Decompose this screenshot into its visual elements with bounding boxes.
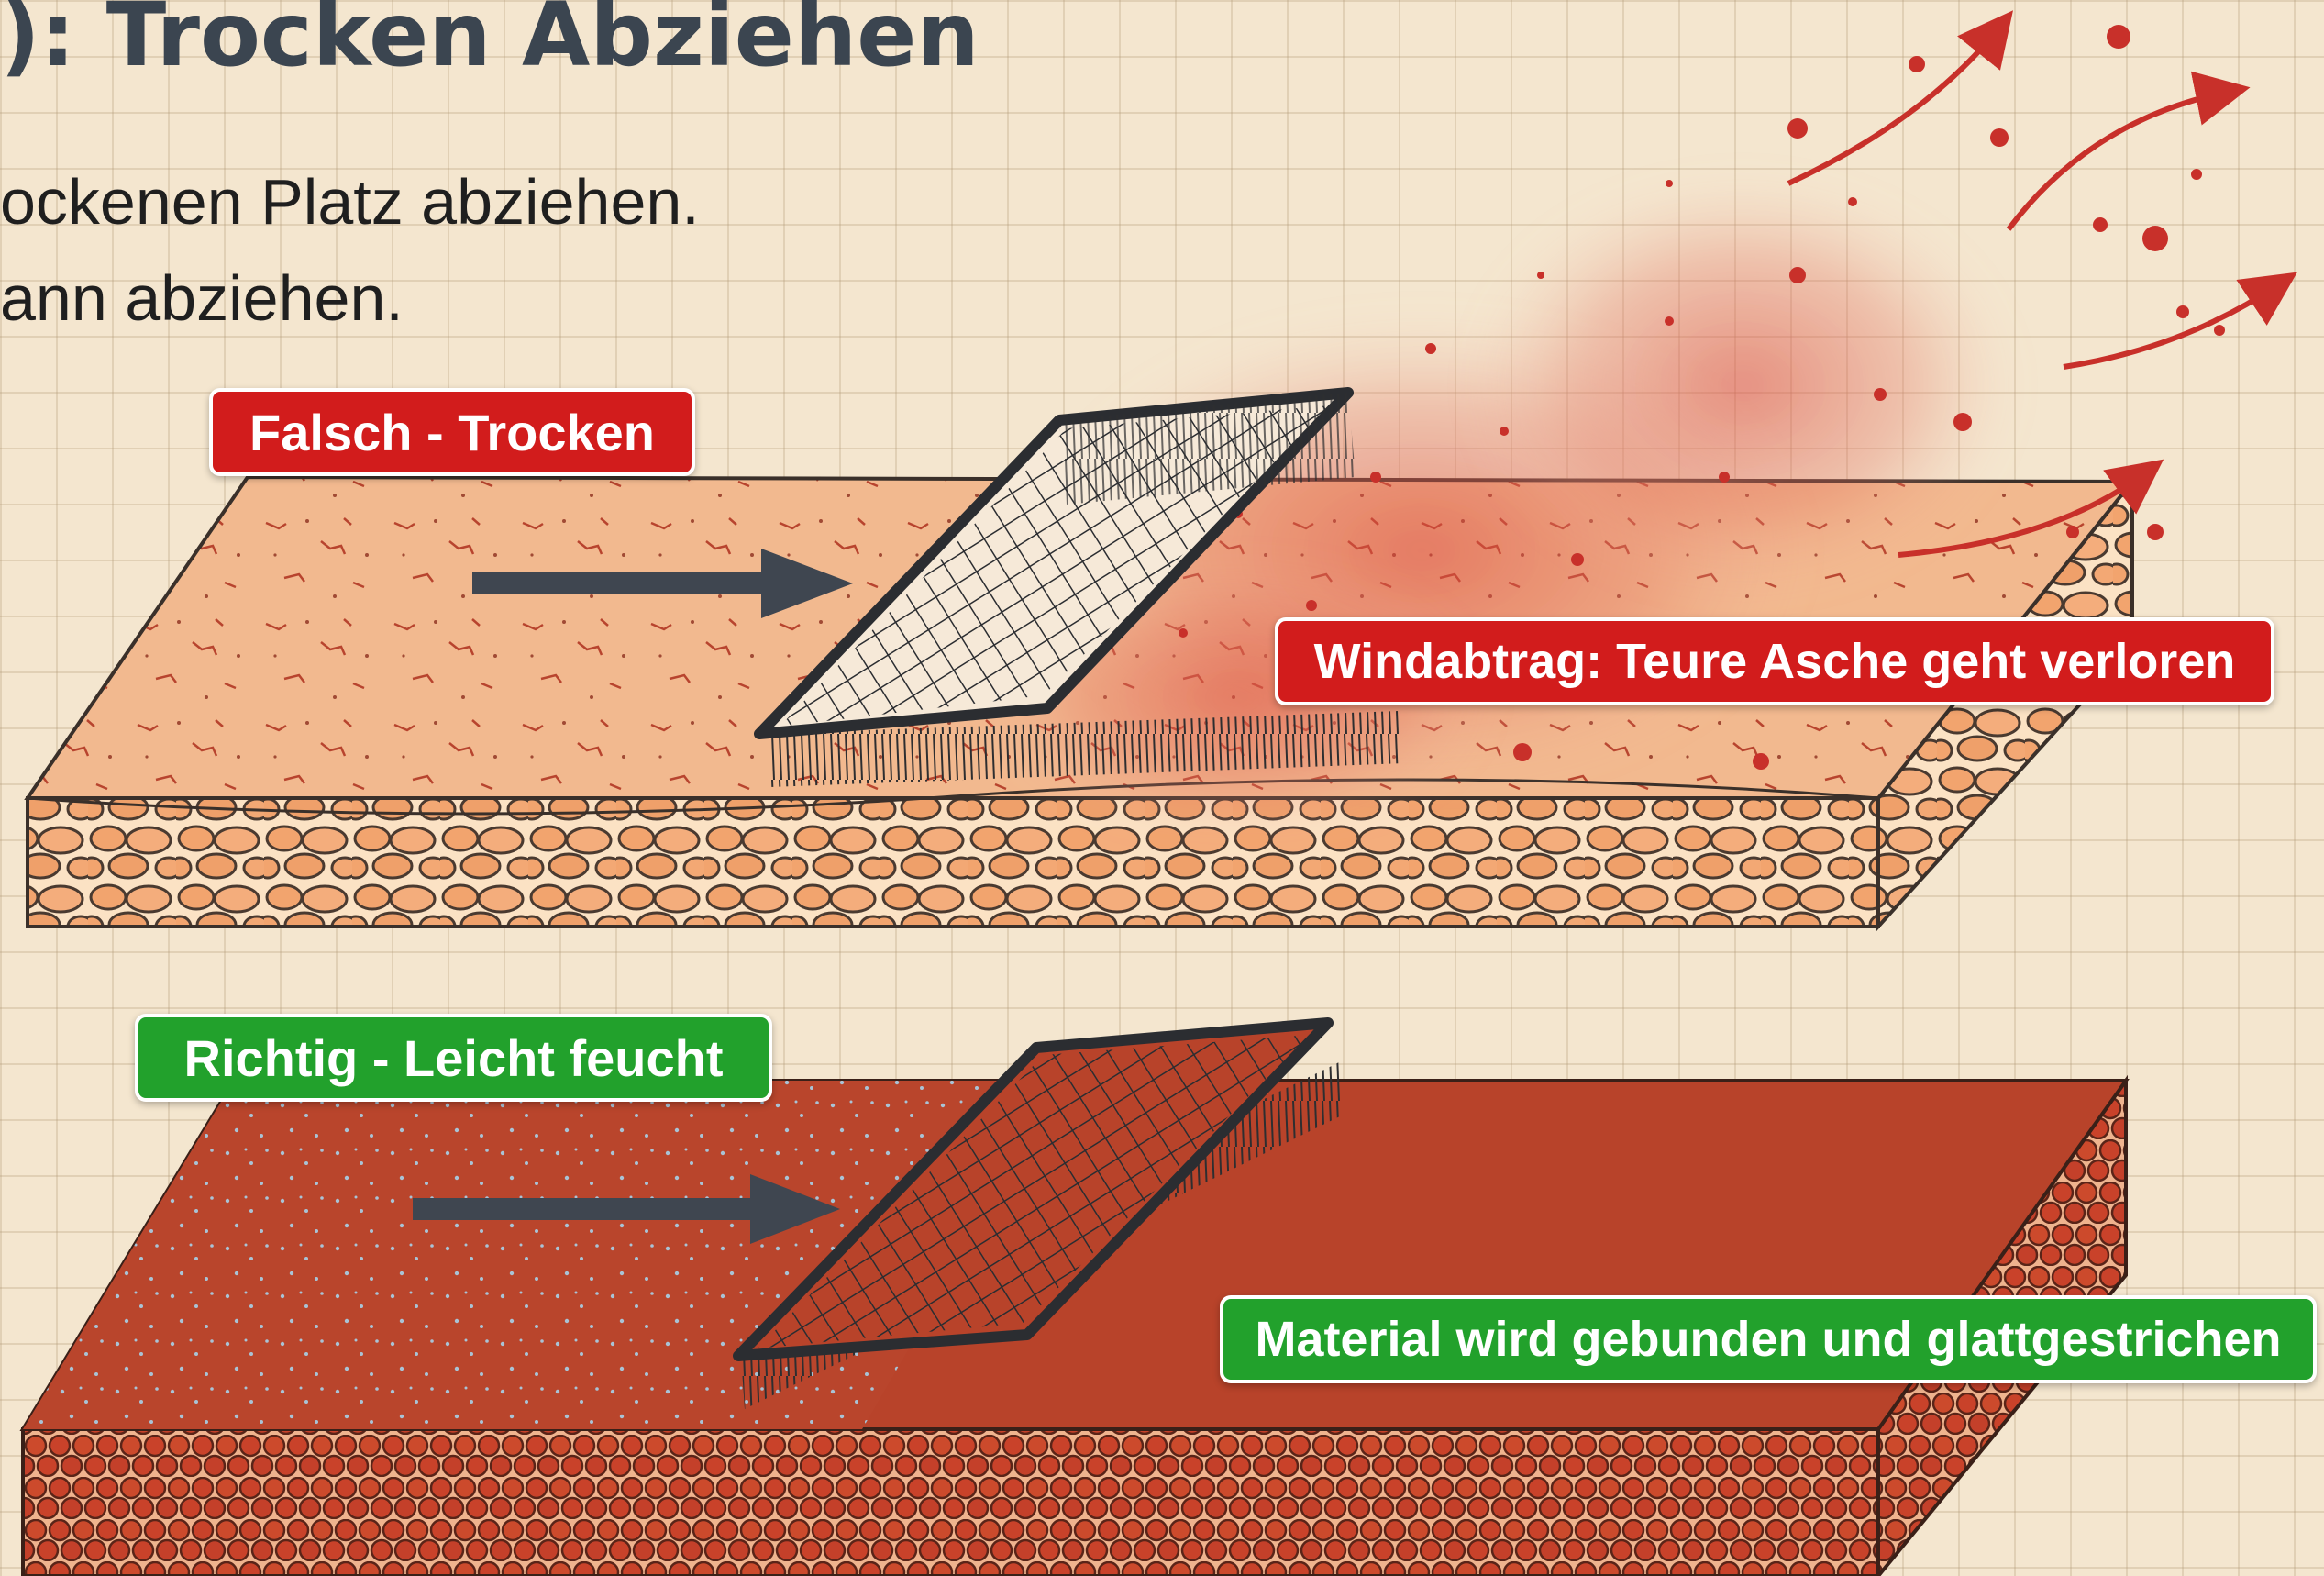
material-bound-badge: Material wird gebunden und glattgestrich… [1220, 1295, 2317, 1383]
right-moist-badge: Richtig - Leicht feucht [135, 1014, 772, 1102]
wrong-dry-badge: Falsch - Trocken [209, 388, 695, 476]
wind-loss-badge: Windabtrag: Teure Asche geht verloren [1275, 617, 2274, 705]
